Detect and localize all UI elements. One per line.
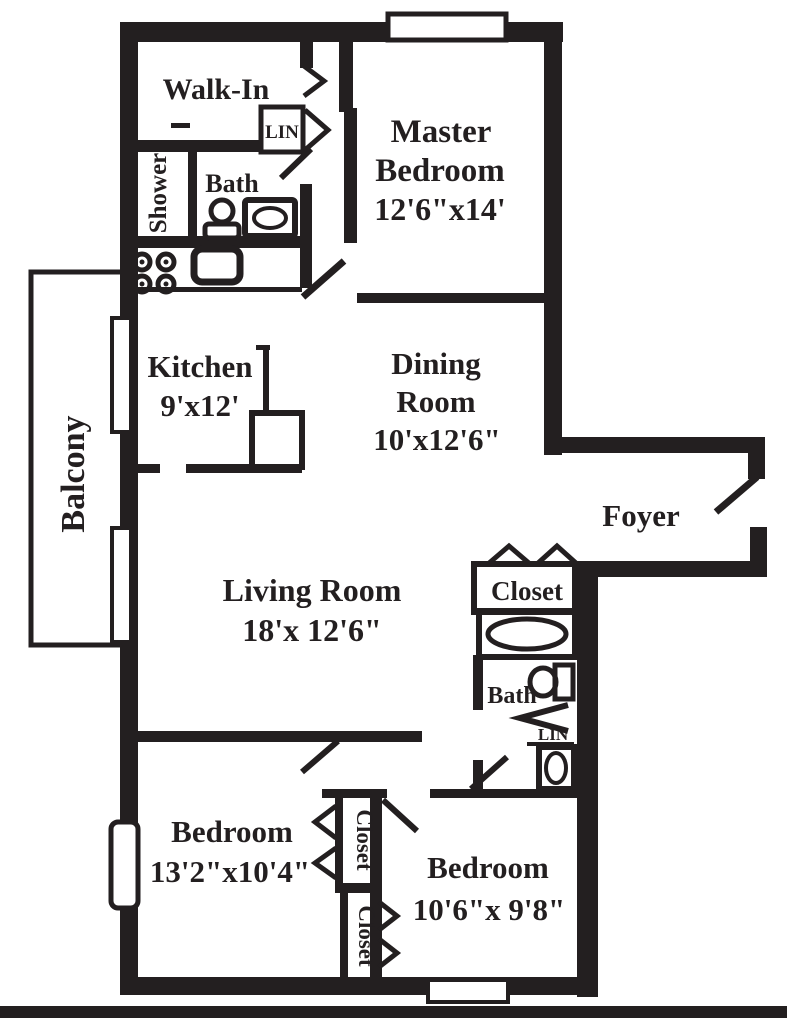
lin-lower-label: LIN [538, 725, 569, 744]
lin-upper-closet-box [258, 104, 306, 155]
wall-lower-closet-left [340, 893, 348, 977]
toilet-seat-icon [202, 221, 242, 241]
wall-living-room-bottom [138, 731, 422, 742]
kitchen-dims: 9'x12' [160, 388, 239, 423]
master-bedroom-label: Master [391, 114, 492, 150]
wall-upper-closet-right [370, 798, 382, 883]
wall-kitchen-bottom-stub [138, 464, 160, 473]
toilet-icon [527, 665, 559, 699]
wall-walkin-bottom [120, 140, 262, 152]
master-bedroom-door-icon [300, 258, 347, 300]
wall-right-bedroom-top [430, 789, 598, 798]
foyer-closet-label: Closet [491, 576, 563, 606]
wall-closet-top [322, 789, 387, 798]
balcony-sliding-door-lower [110, 526, 133, 644]
sink-icon [536, 744, 577, 792]
refrigerator-icon [249, 410, 305, 470]
walkin-rod-icon [171, 123, 190, 128]
foyer-label: Foyer [602, 498, 680, 533]
bath-lower-door-icon [469, 754, 509, 792]
wall-bath-lower-west-lower [473, 760, 483, 790]
bottom-border-band [0, 1006, 787, 1018]
wall-kitchen-east-thin [263, 347, 269, 413]
wall-right-bath-bedroom [577, 561, 598, 997]
foyer-closet-bifold-icon [535, 542, 579, 566]
master-bedroom-dims: 12'6"x14' [374, 191, 506, 227]
wall-master-west-upper [339, 42, 353, 112]
oven-sink-icon [190, 245, 244, 286]
sink-basin-icon [252, 206, 288, 230]
bathtub-basin-icon [485, 616, 569, 652]
wall-master-dining-divider [357, 293, 544, 303]
wall-right-master-dining [544, 22, 562, 455]
wall-kitchen-bottom [186, 464, 302, 473]
sink-icon [242, 197, 298, 239]
sink-basin-icon [544, 751, 568, 785]
bath-upper-door-icon [278, 146, 314, 181]
stove-burners-icon [131, 251, 177, 295]
wall-master-west-lower [344, 108, 357, 243]
lower-closet-bifold-icon [377, 900, 402, 932]
lower-closet-bifold-icon [377, 937, 402, 969]
right-bedroom-door-icon [380, 797, 420, 834]
foyer-closet-bifold-icon [486, 542, 532, 566]
shower-label: Shower [145, 153, 172, 234]
wall-upper-closet-left [335, 798, 343, 883]
wall-kitchen-east-tick [256, 345, 270, 350]
foyer-entry-door-icon [713, 474, 760, 515]
lin-upper-label: LIN [265, 122, 299, 143]
walk-in-label: Walk-In [163, 73, 270, 106]
bath-lower-label: Bath [487, 683, 536, 709]
living-room-label: Living Room [223, 572, 402, 608]
dining-room-dims: 10'x12'6" [373, 422, 500, 457]
bath-upper-label: Bath [205, 169, 259, 198]
left-bedroom-door-icon [300, 738, 340, 775]
wall-closet-divider [335, 883, 382, 893]
dining-room-label: Dining [391, 346, 481, 381]
balcony-label: Balcony [55, 415, 92, 532]
wall-foyer-right-upper [748, 437, 765, 479]
wall-bath-lower-west-upper [473, 655, 483, 710]
wall-lower-closet-right [370, 893, 382, 977]
master-bedroom-window [385, 11, 509, 43]
wall-foyer-bottom [577, 561, 767, 577]
living-room-dims: 18'x 12'6" [242, 612, 382, 648]
kitchen-label: Kitchen [147, 349, 252, 384]
kitchen-counter-line [138, 287, 302, 292]
left-bedroom-label: Bedroom [171, 814, 293, 849]
lin-lower-door-arrow-icon [508, 702, 569, 734]
wall-foyer-top [544, 437, 765, 453]
bathtub-icon [476, 608, 578, 660]
wall-walkin-right-stub [300, 42, 313, 68]
walkin-door-chevron-icon [302, 64, 329, 98]
left-bedroom-dims: 13'2"x10'4" [150, 854, 310, 889]
upper-closet-label: Closet [352, 809, 377, 871]
right-bedroom-window [426, 978, 510, 1004]
lin-upper-door-chevron-icon [303, 108, 332, 152]
wall-bottom-exterior [120, 977, 598, 995]
upper-closet-bifold-icon [310, 804, 338, 840]
upper-closet-bifold-icon [310, 845, 338, 881]
dining-room-label2: Room [396, 384, 475, 419]
balcony-sliding-door-upper [110, 316, 133, 434]
balcony-outline [28, 269, 121, 648]
lower-closet-label: Closet [354, 905, 379, 967]
right-bedroom-label: Bedroom [427, 850, 549, 885]
wall-shower-divider [188, 152, 197, 236]
right-bedroom-dims: 10'6"x 9'8" [413, 892, 565, 927]
master-bedroom-label2: Bedroom [375, 153, 505, 189]
left-bedroom-window [108, 819, 141, 911]
